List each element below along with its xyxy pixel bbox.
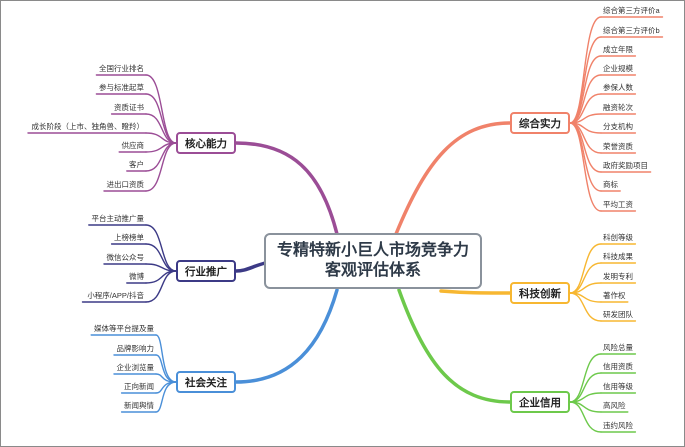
leaf-topic[interactable]: 分支机构	[603, 122, 633, 131]
connector-line	[569, 122, 602, 154]
leaf-topic[interactable]: 高风险	[603, 401, 626, 410]
connector-line	[145, 93, 177, 144]
connector-line	[234, 261, 267, 273]
connector-line	[155, 381, 177, 413]
leaf-topic[interactable]: 供应商	[121, 141, 145, 150]
connector-line	[569, 122, 602, 212]
connector-line	[569, 353, 602, 403]
leaf-topic[interactable]: 信用资质	[603, 362, 633, 371]
branch-label: 核心能力	[185, 137, 227, 150]
leaf-topic[interactable]: 平均工资	[603, 200, 633, 209]
leaf-topic[interactable]: 企业规模	[603, 64, 633, 73]
leaf-topic[interactable]: 科技成果	[603, 252, 633, 261]
connector-line	[569, 243, 602, 294]
branch-label: 行业推广	[185, 265, 227, 278]
leaf-topic[interactable]: 客户	[129, 160, 144, 169]
connector-line	[234, 141, 339, 236]
leaf-topic[interactable]: 商标	[603, 180, 618, 189]
connector-line	[439, 289, 512, 295]
branch-shehui-guanzhu[interactable]: 社会关注	[176, 371, 236, 393]
central-topic[interactable]: 专精特新小巨人市场竞争力 客观评估体系	[264, 233, 482, 289]
leaf-topic[interactable]: 微信公众号	[106, 253, 145, 262]
connector-line	[569, 372, 602, 403]
branch-label: 科技创新	[519, 287, 561, 300]
connector-line	[397, 288, 512, 404]
leaf-topic[interactable]: 信用等级	[603, 382, 633, 391]
central-topic-line1: 专精特新小巨人市场竞争力	[276, 242, 469, 259]
branch-label: 综合实力	[519, 117, 561, 130]
branch-label: 社会关注	[185, 376, 227, 389]
leaf-topic[interactable]: 媒体等平台提及量	[94, 324, 154, 333]
leaf-topic[interactable]: 品牌影响力	[116, 344, 155, 353]
branch-qiye-xinyong[interactable]: 企业信用	[510, 391, 570, 413]
branch-hangye-tuiguang[interactable]: 行业推广	[176, 260, 236, 282]
leaf-topic[interactable]: 政府奖励项目	[603, 161, 648, 170]
connector-line	[234, 288, 339, 384]
connector-line	[569, 292, 602, 322]
connector-line	[569, 36, 602, 124]
branch-hexin-nengli[interactable]: 核心能力	[176, 132, 236, 154]
leaf-topic[interactable]: 参保人数	[603, 83, 633, 92]
leaf-topic[interactable]: 发明专利	[603, 272, 633, 281]
leaf-topic[interactable]: 企业浏览量	[116, 363, 155, 372]
leaf-topic[interactable]: 违约风险	[603, 421, 633, 430]
leaf-topic[interactable]: 参与标准起草	[99, 83, 144, 92]
leaf-topic[interactable]: 融资轮次	[603, 103, 633, 112]
connector-line	[569, 401, 602, 433]
leaf-topic[interactable]: 综合第三方评价a	[603, 6, 660, 15]
leaf-topic[interactable]: 新闻舆情	[124, 401, 154, 410]
connector-line	[394, 121, 512, 236]
leaf-topic[interactable]: 科创等级	[603, 233, 633, 242]
leaf-topic[interactable]: 荣誉资质	[603, 142, 633, 151]
connector-line	[155, 354, 177, 383]
leaf-topic[interactable]: 著作权	[603, 291, 626, 300]
leaf-topic[interactable]: 综合第三方评价b	[603, 26, 660, 35]
central-topic-line2: 客观评估体系	[324, 262, 421, 279]
leaf-topic[interactable]: 上榜榜单	[114, 233, 144, 242]
leaf-topic[interactable]: 小程序/APP/抖音	[87, 291, 144, 300]
leaf-topic[interactable]: 成长阶段（上市、独角兽、瞪羚）	[31, 122, 145, 131]
leaf-topic[interactable]: 研发团队	[603, 310, 633, 319]
leaf-topic[interactable]: 平台主动推广量	[91, 214, 145, 223]
branch-keji-chuangxin[interactable]: 科技创新	[510, 282, 570, 304]
leaf-topic[interactable]: 资质证书	[114, 103, 144, 112]
leaf-topic[interactable]: 全国行业排名	[99, 64, 144, 73]
connector-line	[145, 142, 177, 192]
leaf-topic[interactable]: 微博	[129, 272, 144, 281]
branch-zonghe-shili[interactable]: 综合实力	[510, 112, 570, 134]
connector-line	[569, 262, 602, 294]
branch-label: 企业信用	[519, 396, 561, 409]
leaf-topic[interactable]: 正向新闻	[124, 382, 154, 391]
leaf-topic[interactable]: 进出口资质	[106, 180, 145, 189]
leaf-topic[interactable]: 成立年限	[603, 45, 633, 54]
connector-line	[145, 270, 177, 303]
leaf-topic[interactable]: 风险总量	[603, 343, 633, 352]
